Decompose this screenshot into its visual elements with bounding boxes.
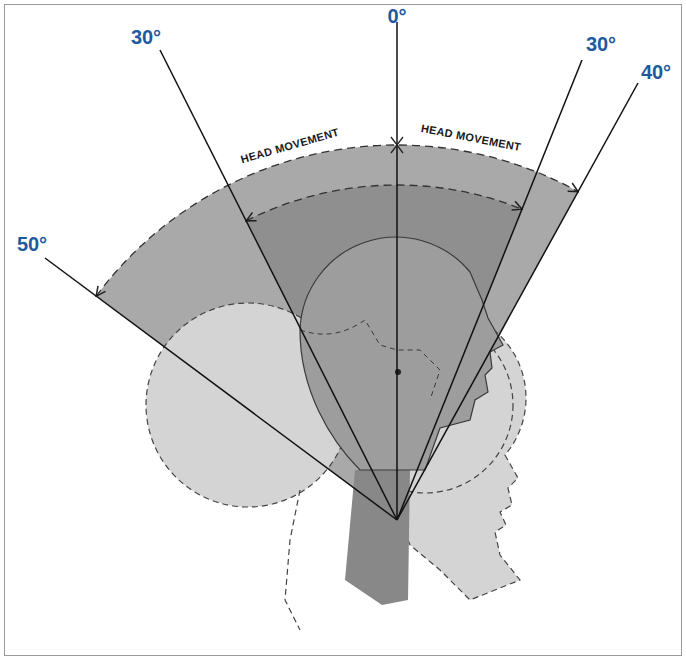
neck [345, 470, 410, 605]
range-arcs [96, 145, 578, 296]
angle-label: 0° [387, 6, 406, 26]
angle-label: 30° [131, 27, 161, 47]
angle-label: 40° [641, 62, 671, 82]
frame [5, 5, 682, 656]
upright-head [300, 237, 503, 605]
angle-label: 50° [17, 234, 47, 254]
movement-label: HEAD MOVEMENT [239, 127, 340, 166]
movement-label: HEAD MOVEMENT [420, 123, 522, 153]
angle-label: 30° [586, 34, 616, 54]
head-profile [300, 237, 503, 470]
angle-lines [45, 22, 638, 520]
